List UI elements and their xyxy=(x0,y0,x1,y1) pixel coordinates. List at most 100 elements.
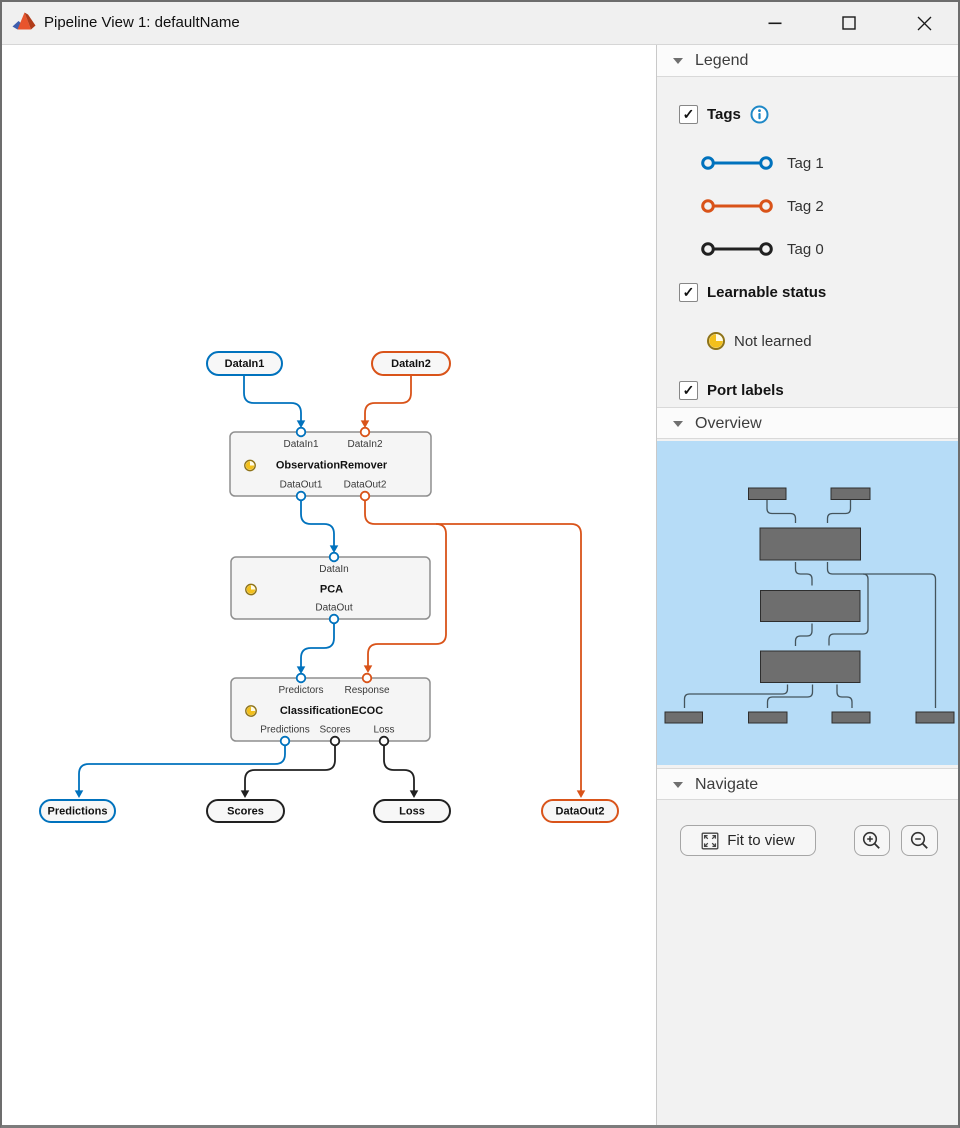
port[interactable] xyxy=(359,426,371,438)
close-icon xyxy=(917,16,931,30)
pipeline-edge[interactable] xyxy=(364,375,412,422)
matlab-logo-icon xyxy=(12,12,36,30)
port[interactable] xyxy=(295,672,307,684)
port[interactable] xyxy=(279,735,291,747)
io-node-Loss[interactable] xyxy=(373,799,451,823)
pipeline-edge xyxy=(766,499,797,523)
port[interactable] xyxy=(295,490,307,502)
io-node-Predictions[interactable] xyxy=(39,799,116,823)
io-node-label: Scores xyxy=(227,806,264,818)
edge-arrowhead-icon xyxy=(409,790,419,798)
not-learned-row: Not learned xyxy=(706,329,812,353)
learnable-status-row: ✓ Learnable status xyxy=(679,280,826,304)
pipeline-edge[interactable] xyxy=(364,500,582,792)
io-node-label: DataIn1 xyxy=(225,358,265,370)
fit-to-view-button[interactable]: Fit to view xyxy=(680,825,816,856)
legend-tag-1: Tag 1 xyxy=(701,151,824,175)
port[interactable] xyxy=(378,735,390,747)
pipeline-edge[interactable] xyxy=(300,623,335,668)
port-label: DataOut xyxy=(315,603,352,614)
io-node-label: Loss xyxy=(399,806,425,818)
collapse-caret-icon[interactable] xyxy=(673,58,683,64)
pipeline-edge[interactable] xyxy=(300,500,335,547)
zoom-out-button[interactable] xyxy=(901,825,938,856)
maximize-button[interactable] xyxy=(818,2,880,44)
tag-1-line-icon xyxy=(701,156,773,170)
pipeline-block-ObservationRemover[interactable] xyxy=(229,431,432,497)
port[interactable] xyxy=(359,490,371,502)
pipeline-edge xyxy=(826,562,937,708)
pipeline-edge[interactable] xyxy=(367,523,447,667)
port[interactable] xyxy=(329,735,341,747)
legend-tag-0: Tag 0 xyxy=(701,237,824,261)
maximize-icon xyxy=(842,16,856,30)
zoom-in-button[interactable] xyxy=(854,825,890,856)
port[interactable] xyxy=(328,551,340,563)
port-label: DataIn2 xyxy=(347,439,382,450)
pipeline-edge[interactable] xyxy=(243,375,302,422)
edge-arrowhead-icon xyxy=(296,420,306,428)
port-label: DataOut2 xyxy=(344,480,387,491)
legend-section-header[interactable]: Legend xyxy=(657,45,958,77)
pipeline-edge[interactable] xyxy=(383,745,415,792)
pipeline-edge xyxy=(794,623,813,646)
io-node-DataIn2[interactable] xyxy=(371,351,451,376)
fit-to-view-icon xyxy=(701,832,719,849)
tags-checkbox[interactable]: ✓ xyxy=(679,104,698,124)
pipeline-edge xyxy=(683,684,789,708)
io-node-DataIn1[interactable] xyxy=(206,351,283,376)
port-labels-row: ✓ Port labels xyxy=(679,378,784,402)
port[interactable] xyxy=(328,613,340,625)
edge-arrowhead-icon xyxy=(296,666,306,674)
pipeline-edge xyxy=(766,684,814,708)
edge-arrowhead-icon xyxy=(74,790,84,798)
port-label: DataIn xyxy=(319,564,348,575)
overview-header-label: Overview xyxy=(695,415,762,432)
fit-to-view-label: Fit to view xyxy=(727,832,795,849)
overview-minimap[interactable] xyxy=(657,441,958,765)
not-learned-clock-icon xyxy=(245,583,257,596)
tag-2-line-icon xyxy=(701,199,773,213)
navigate-header-label: Navigate xyxy=(695,776,759,793)
title-bar: Pipeline View 1: defaultName xyxy=(2,2,958,45)
learnable-status-label: Learnable status xyxy=(707,283,827,301)
block-title: PCA xyxy=(320,584,343,596)
io-node-DataOut2[interactable] xyxy=(541,799,619,823)
collapse-caret-icon[interactable] xyxy=(673,782,683,788)
edge-arrowhead-icon xyxy=(360,420,370,428)
learnable-status-checkbox[interactable]: ✓ xyxy=(679,282,698,302)
port-label: Scores xyxy=(319,725,350,736)
info-icon[interactable] xyxy=(750,105,769,124)
not-learned-clock-icon xyxy=(245,705,257,717)
collapse-caret-icon[interactable] xyxy=(673,421,683,427)
port-label: DataOut1 xyxy=(280,480,323,491)
overview-section-header[interactable]: Overview xyxy=(657,407,958,439)
port-labels-checkbox[interactable]: ✓ xyxy=(679,380,698,400)
navigate-section-header[interactable]: Navigate xyxy=(657,768,958,800)
pipeline-edge[interactable] xyxy=(244,745,336,792)
port-label: DataIn1 xyxy=(283,439,318,450)
port-label: Predictions xyxy=(260,725,309,736)
port-label: Predictors xyxy=(278,685,323,696)
pipeline-edge[interactable] xyxy=(78,745,286,792)
legend-header-label: Legend xyxy=(695,52,749,69)
close-button[interactable] xyxy=(892,2,956,44)
minimize-button[interactable] xyxy=(744,2,806,44)
tag-0-label: Tag 0 xyxy=(787,240,824,258)
port[interactable] xyxy=(361,672,373,684)
zoom-in-icon xyxy=(862,831,880,849)
port[interactable] xyxy=(295,426,307,438)
pipeline-edge xyxy=(828,573,869,646)
io-node-label: DataIn2 xyxy=(391,358,431,370)
tag-0-line-icon xyxy=(701,242,773,256)
io-node-Scores[interactable] xyxy=(206,799,285,823)
tags-checkbox-row: ✓ Tags xyxy=(679,102,769,126)
io-node-label: DataOut2 xyxy=(556,806,605,818)
minimize-icon xyxy=(768,22,782,25)
block-title: ObservationRemover xyxy=(276,460,388,472)
pipeline-edge xyxy=(836,684,853,708)
pipeline-edge xyxy=(794,562,813,586)
